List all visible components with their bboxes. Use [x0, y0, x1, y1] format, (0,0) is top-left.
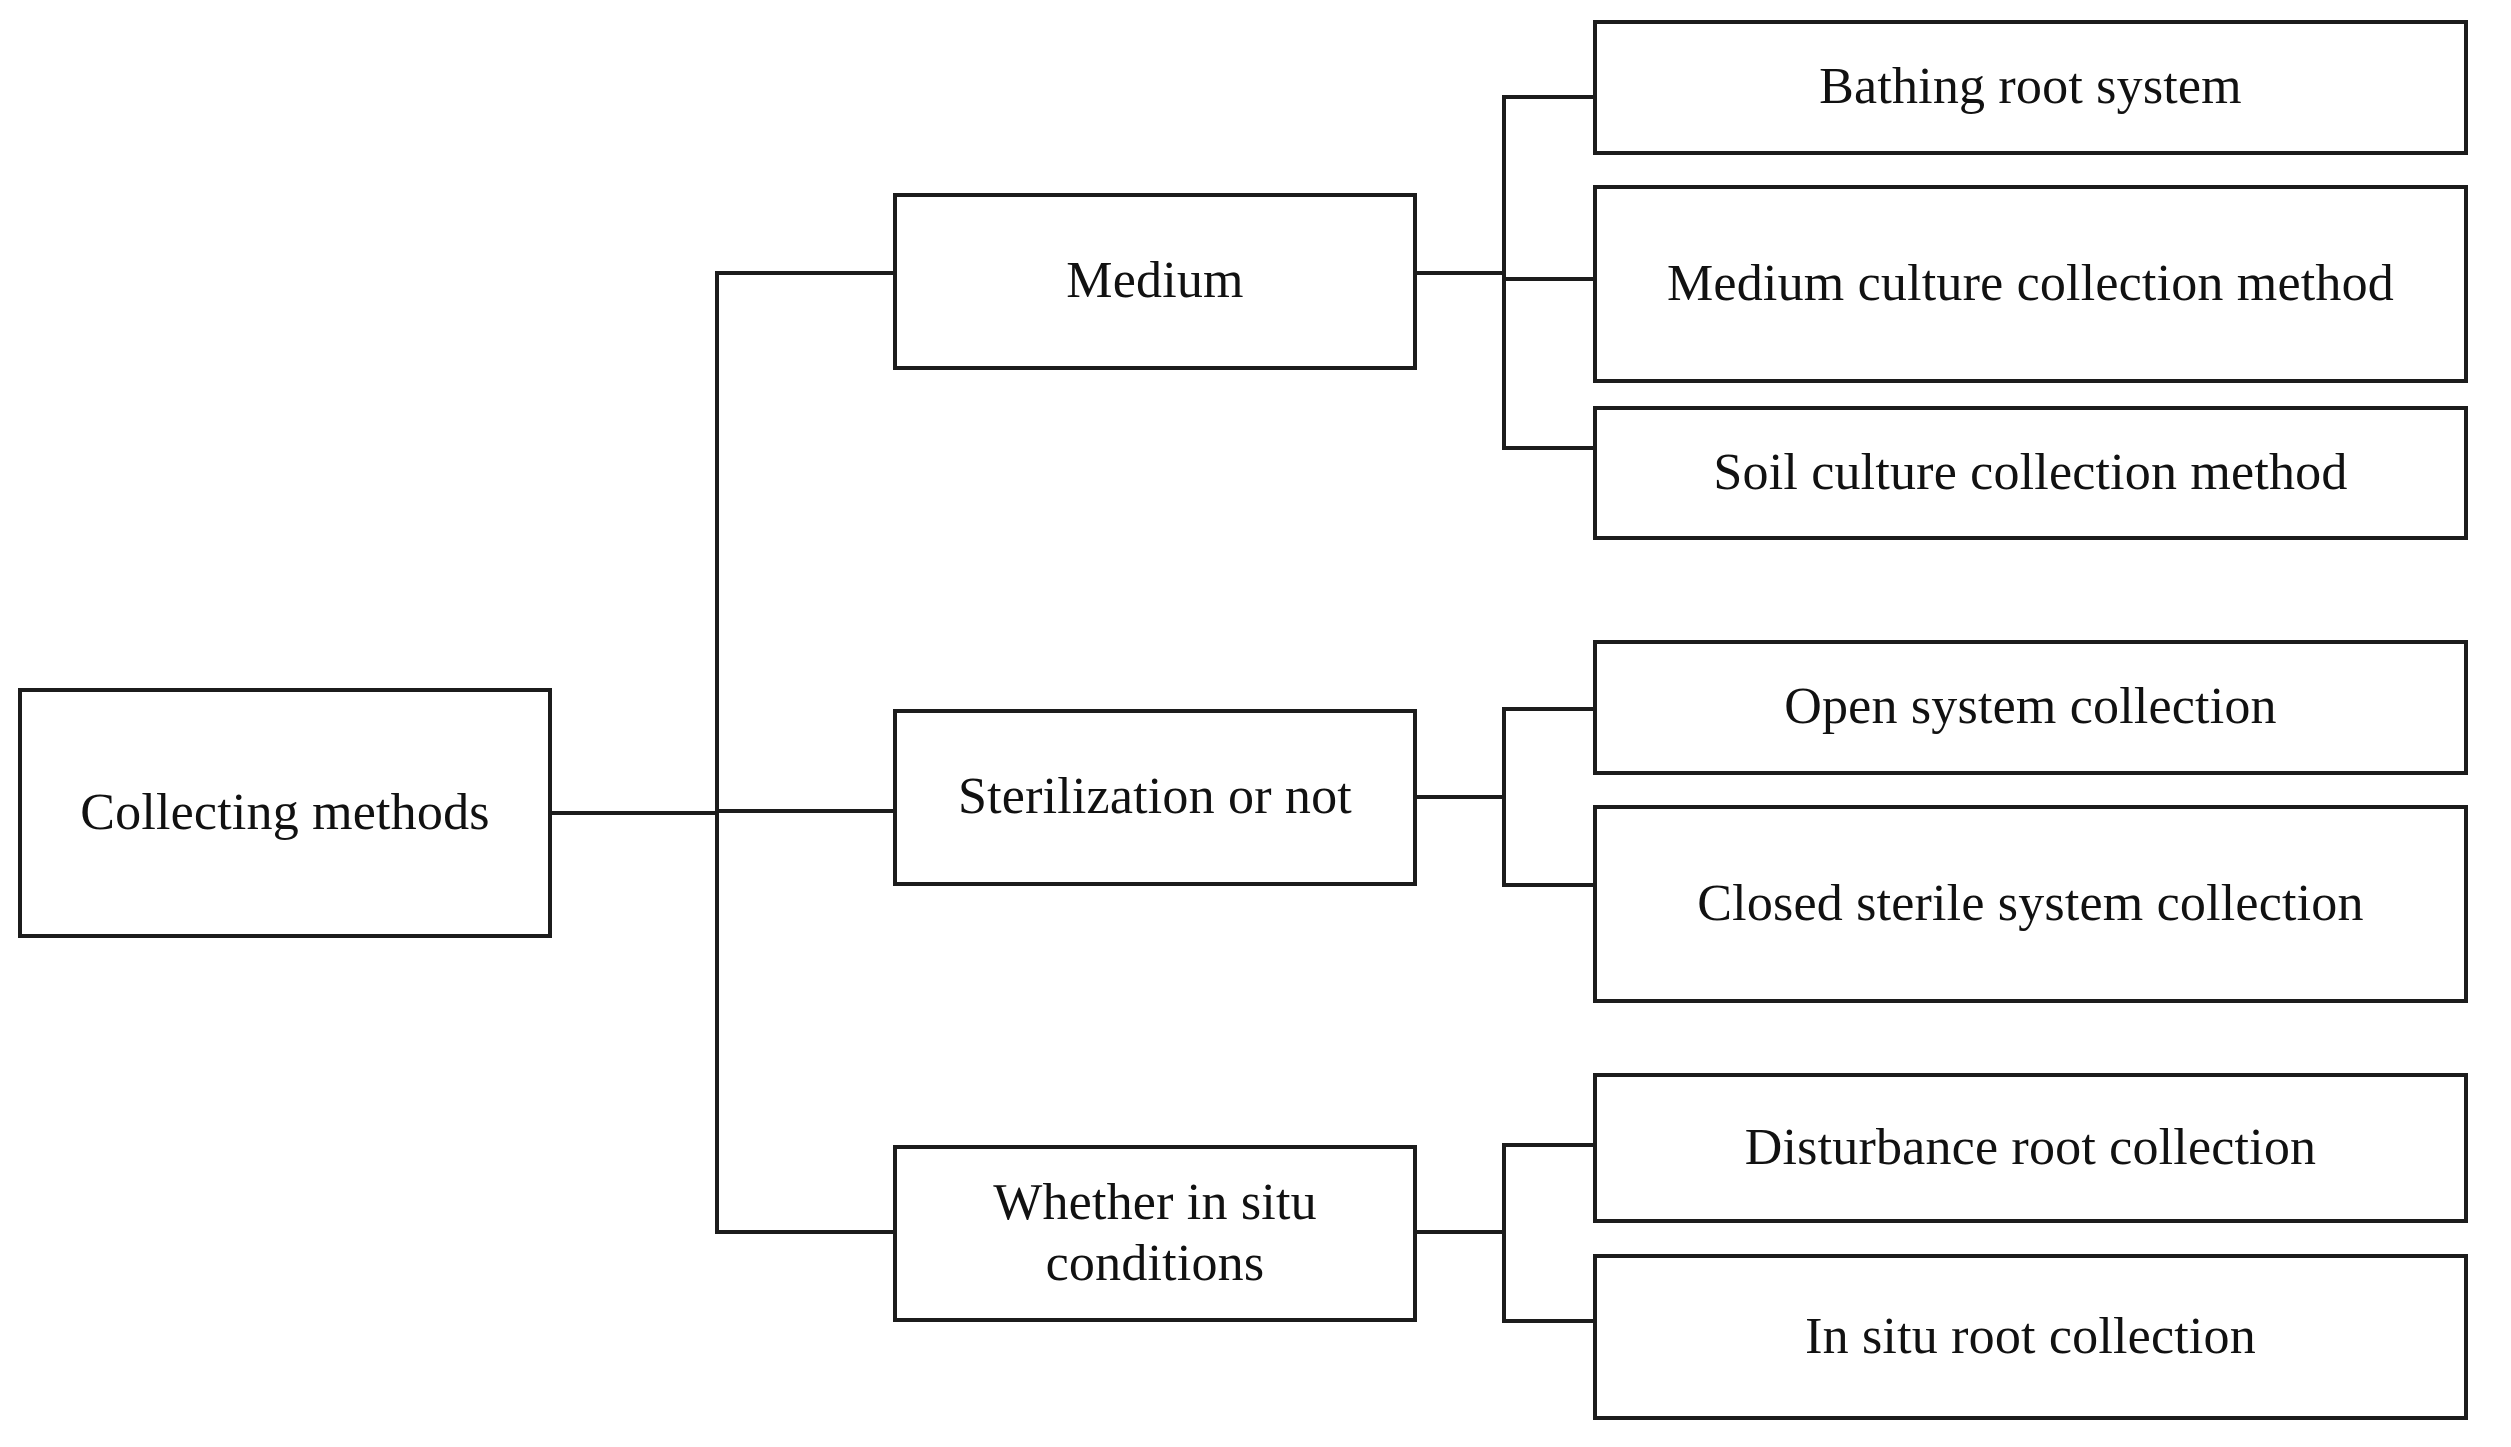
node-leaf-bathing-root-system-label: Bathing root system: [1819, 58, 2242, 116]
edge-medium-to-child-2: [1502, 277, 1597, 281]
edge-trunk-to-sterilization: [715, 809, 897, 813]
edge-root-stem: [550, 811, 719, 815]
edge-trunk-to-medium: [715, 271, 897, 275]
node-leaf-in-situ-root-collection[interactable]: In situ root collection: [1593, 1254, 2468, 1420]
node-leaf-open-system-collection[interactable]: Open system collection: [1593, 640, 2468, 775]
node-branch-sterilization-or-not[interactable]: Sterilization or not: [893, 709, 1417, 886]
edge-medium-to-child-3: [1502, 446, 1597, 450]
node-branch-medium[interactable]: Medium: [893, 193, 1417, 370]
node-leaf-disturbance-root-collection[interactable]: Disturbance root collection: [1593, 1073, 2468, 1223]
node-leaf-closed-sterile-system-collection-label: Closed sterile system collection: [1697, 874, 2364, 932]
node-leaf-closed-sterile-system-collection[interactable]: Closed sterile system collection: [1593, 805, 2468, 1003]
edge-insitu-to-child-2: [1502, 1319, 1597, 1323]
node-root-collecting-methods[interactable]: Collecting methods: [18, 688, 552, 938]
node-branch-sterilization-label: Sterilization or not: [958, 768, 1352, 826]
node-leaf-medium-culture-collection-method[interactable]: Medium culture collection method: [1593, 185, 2468, 383]
edge-main-trunk: [715, 271, 719, 1234]
node-leaf-medium-culture-collection-method-label: Medium culture collection method: [1667, 254, 2394, 312]
edge-insitu-stem: [1415, 1230, 1506, 1234]
edge-medium-to-child-1: [1502, 95, 1597, 99]
edge-medium-stem: [1415, 271, 1506, 275]
edge-sterilization-subtrunk: [1502, 707, 1506, 887]
edge-sterilization-stem: [1415, 795, 1506, 799]
edge-sterilization-to-child-2: [1502, 883, 1597, 887]
node-leaf-open-system-collection-label: Open system collection: [1784, 678, 2277, 736]
node-branch-whether-in-situ-conditions[interactable]: Whether in situ conditions: [893, 1145, 1417, 1322]
node-leaf-in-situ-root-collection-label: In situ root collection: [1805, 1307, 2256, 1365]
node-branch-medium-label: Medium: [1066, 252, 1244, 310]
edge-trunk-to-insitu: [715, 1230, 897, 1234]
node-leaf-disturbance-root-collection-label: Disturbance root collection: [1744, 1118, 2317, 1176]
node-branch-insitu-label: Whether in situ conditions: [993, 1174, 1317, 1292]
node-leaf-soil-culture-collection-method-label: Soil culture collection method: [1713, 443, 2348, 501]
edge-medium-subtrunk: [1502, 95, 1506, 450]
node-leaf-bathing-root-system[interactable]: Bathing root system: [1593, 20, 2468, 155]
edge-insitu-to-child-1: [1502, 1143, 1597, 1147]
node-root-label: Collecting methods: [80, 783, 490, 841]
node-leaf-soil-culture-collection-method[interactable]: Soil culture collection method: [1593, 406, 2468, 540]
edge-sterilization-to-child-1: [1502, 707, 1597, 711]
edge-insitu-subtrunk: [1502, 1143, 1506, 1323]
